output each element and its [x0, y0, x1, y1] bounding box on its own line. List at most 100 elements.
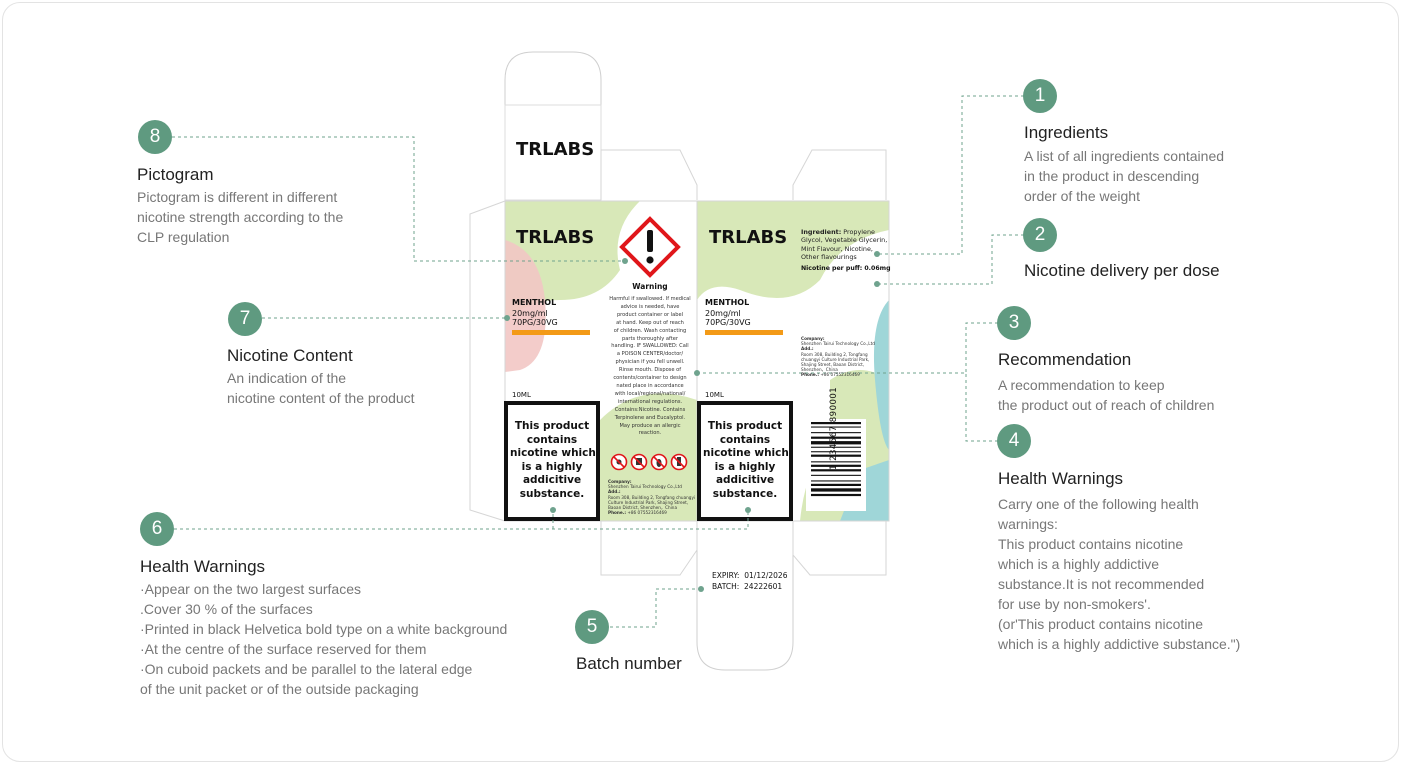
- warning-text-line: Harmful if swallowed. If medical: [609, 296, 691, 302]
- leader-line-3: [697, 322, 998, 374]
- desc-line: in the product in descending: [1024, 168, 1200, 184]
- nicotine-bar-right: [705, 330, 783, 335]
- desc-line: Carry one of the following health: [998, 496, 1199, 512]
- barcode-icon: [806, 419, 866, 511]
- title-ingredients: Ingredients: [1024, 123, 1109, 142]
- desc-line: This product contains nicotine: [998, 536, 1184, 552]
- company-line: Room 308, Building 2, Tongfang: [801, 351, 868, 357]
- warning-text-line: contents/container to design: [613, 375, 687, 382]
- badge-2: 2: [1023, 218, 1057, 252]
- ingredient-line: Ingredient: Propylene: [801, 228, 887, 236]
- flavor-right: MENTHOL: [705, 298, 750, 307]
- brand-right-panel: TRLABS: [709, 227, 788, 248]
- desc-line: warnings:: [998, 516, 1058, 532]
- badge-7: 7: [228, 302, 262, 336]
- prohibition-icons: [610, 453, 688, 471]
- desc-line: which is a highly addictive: [998, 556, 1160, 572]
- ingredient-text: Propylene: [841, 228, 875, 236]
- phone-line: Phone.: +86 07552316469: [608, 510, 698, 515]
- desc-line: which is a highly addictive substance."): [998, 636, 1241, 652]
- title-recommendation: Recommendation: [998, 350, 1132, 369]
- warning-text-line: of children. Wash contacting: [613, 327, 687, 334]
- company-line: Company:: [608, 479, 632, 484]
- warning-box-line: contains: [526, 433, 578, 446]
- leader-dots: [504, 251, 880, 592]
- desc-recommendation: A recommendation to keep the product out …: [998, 375, 1214, 415]
- dust-flap-bottom-left: [600, 521, 698, 576]
- brand-top-flap: TRLABS: [516, 139, 595, 160]
- company-line: Add.:: [608, 489, 621, 495]
- title-nicotine-delivery: Nicotine delivery per dose: [1024, 261, 1220, 280]
- leader-line-8: [172, 136, 623, 262]
- desc-line: A recommendation to keep: [998, 377, 1165, 393]
- ingredient-line: Other flavourings: [801, 253, 857, 262]
- warning-text-line: reaction.: [638, 430, 662, 437]
- company-line: Company:: [801, 336, 825, 341]
- ingredient-line: Glycol, Vegetable Glycerin,: [801, 236, 888, 245]
- desc-line: ·On cuboid packets and be parallel to th…: [140, 661, 473, 677]
- badge-3: 3: [997, 306, 1031, 340]
- ingredient-line: Mint Flavour, Nicotine,: [801, 244, 873, 253]
- desc-line: ·Printed in black Helvetica bold type on…: [140, 621, 508, 637]
- warning-box-line: substance.: [519, 487, 585, 500]
- no-pregnant-icon: [610, 453, 628, 471]
- desc-line: nicotine content of the product: [227, 390, 415, 406]
- warning-box-line: substance.: [712, 487, 778, 500]
- company-line: chuangyi Culture Industrial Park,: [801, 356, 870, 362]
- company-line: Shenzhen Tairui Technology Co.,Ltd: [801, 341, 875, 347]
- warning-text-line: parts thoroughly after: [622, 335, 678, 342]
- no-minors-icon: [670, 453, 688, 471]
- phone-value: +86 07552316469: [819, 372, 860, 378]
- leader-line-4: [965, 373, 998, 442]
- warning-box-line: contains: [719, 433, 771, 446]
- company-line: Shenzhen，China: [801, 367, 838, 373]
- phone-line: Phone.: +86 07552316469: [801, 372, 881, 377]
- badge-8: 8: [138, 120, 172, 154]
- warning-text-line: handling. IF SWALLOWED: Call: [611, 343, 689, 350]
- warning-text-line: at hand. Keep out of reach: [616, 319, 684, 326]
- warning-box-line: nicotine which: [510, 447, 596, 459]
- company-line: Baoan District, Shenzhen，China: [608, 505, 678, 511]
- volume-left: 10ML: [512, 391, 531, 399]
- desc-line: A list of all ingredients contained: [1024, 148, 1225, 164]
- badge-6: 6: [140, 512, 174, 546]
- leader-line-5: [610, 588, 701, 628]
- dust-flap-bottom-right: [792, 521, 887, 576]
- ratio-right: 70PG/30VG: [705, 318, 751, 327]
- warning-box-line: is a highly: [714, 460, 776, 473]
- expiry-line: EXPIRY: 01/12/2026: [712, 571, 788, 580]
- desc-line: CLP regulation: [137, 229, 230, 245]
- title-health-warnings-left: Health Warnings: [140, 557, 266, 576]
- no-children-icon: [630, 453, 648, 471]
- warning-box-line: nicotine which: [703, 447, 789, 459]
- badge-1: 1: [1023, 79, 1057, 113]
- desc-ingredients: A list of all ingredients contained in th…: [1024, 146, 1224, 206]
- strength-right: 20mg/ml: [705, 309, 741, 318]
- warning-text-line: with local/regional/national/: [614, 390, 686, 397]
- desc-line: An indication of the: [227, 370, 347, 386]
- company-line: Room 308, Building 2, Tongfang chuangyi: [608, 494, 696, 500]
- warning-text-line: nated place in accordance: [616, 382, 684, 389]
- health-warning-box-left: [504, 401, 600, 521]
- top-flap-panel: [504, 104, 602, 201]
- company-info-center: Company:Shenzhen Tairui Technology Co.,L…: [608, 479, 698, 515]
- title-nicotine-content: Nicotine Content: [227, 346, 353, 365]
- desc-line: the product out of reach of children: [998, 397, 1215, 413]
- desc-health-warnings-right: Carry one of the following health warning…: [998, 494, 1240, 654]
- desc-line: Pictogram is different in different: [137, 189, 338, 205]
- phone-label: Phone.:: [801, 372, 820, 378]
- leader-line-1: [877, 95, 1024, 255]
- warning-text-line: a POISON CENTER/doctor/: [616, 351, 684, 358]
- phone-label: Phone.:: [608, 510, 627, 516]
- warning-box-line: This product: [514, 420, 590, 432]
- title-batch-number: Batch number: [576, 654, 682, 673]
- company-line: Add.:: [801, 346, 814, 352]
- warning-text-line: international regulations.: [617, 398, 683, 405]
- company-line: Shenzhen Tairui Technology Co.,Ltd: [608, 484, 682, 490]
- strength-left: 20mg/ml: [512, 309, 548, 318]
